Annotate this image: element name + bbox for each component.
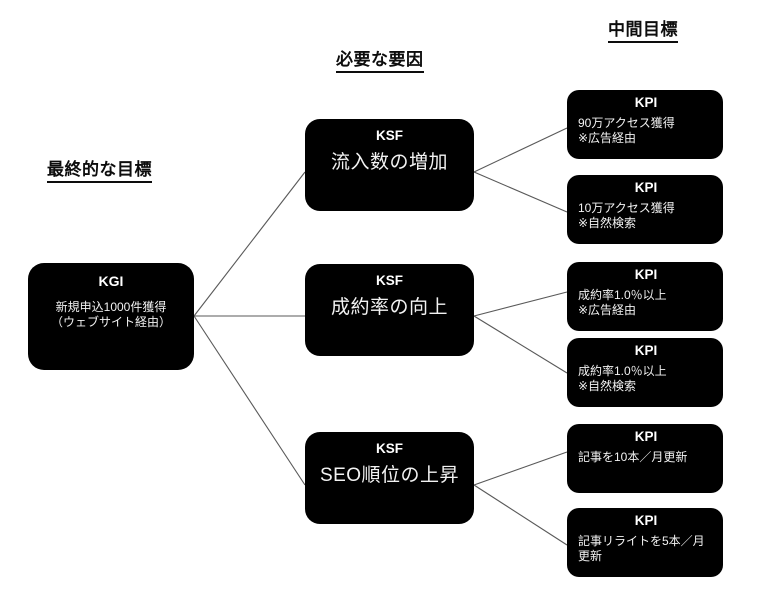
node-ksf-2-tag: KSF bbox=[376, 273, 403, 288]
node-ksf-2[interactable]: KSF 成約率の向上 bbox=[305, 264, 474, 356]
node-kgi-tag: KGI bbox=[98, 273, 124, 289]
node-kpi-1-description: 90万アクセス獲得 ※広告経由 bbox=[578, 115, 675, 145]
node-kgi[interactable]: KGI 新規申込1000件獲得 （ウェブサイト経由） bbox=[28, 263, 194, 370]
node-ksf-3-tag: KSF bbox=[376, 441, 403, 456]
node-ksf-3-description: SEO順位の上昇 bbox=[319, 464, 460, 486]
connector-ksf-2-to-kpi-4 bbox=[473, 315, 568, 374]
connector-ksf-3-to-kpi-6 bbox=[473, 484, 568, 546]
connector-ksf-1-to-kpi-1 bbox=[473, 127, 568, 173]
column-header-intermediate-goal: 中間目標 bbox=[608, 20, 678, 43]
node-kpi-4-tag: KPI bbox=[634, 343, 658, 358]
node-ksf-1-description: 流入数の増加 bbox=[330, 151, 448, 173]
node-ksf-3[interactable]: KSF SEO順位の上昇 bbox=[305, 432, 474, 524]
node-kpi-4-description: 成約率1.0％以上 ※自然検索 bbox=[578, 363, 667, 393]
node-kpi-2-tag: KPI bbox=[634, 180, 658, 195]
node-kpi-2-description: 10万アクセス獲得 ※自然検索 bbox=[578, 200, 675, 230]
node-kpi-1-tag: KPI bbox=[634, 95, 658, 110]
node-ksf-1-tag: KSF bbox=[376, 128, 403, 143]
node-kpi-6[interactable]: KPI 記事リライトを5本／月 更新 bbox=[567, 508, 723, 577]
connector-ksf-3-to-kpi-5 bbox=[473, 451, 568, 486]
node-kpi-6-tag: KPI bbox=[634, 513, 658, 528]
node-kpi-1[interactable]: KPI 90万アクセス獲得 ※広告経由 bbox=[567, 90, 723, 159]
node-kpi-6-description: 記事リライトを5本／月 更新 bbox=[578, 533, 705, 563]
column-header-final-goal: 最終的な目標 bbox=[47, 160, 152, 183]
node-kpi-4[interactable]: KPI 成約率1.0％以上 ※自然検索 bbox=[567, 338, 723, 407]
node-kpi-5-tag: KPI bbox=[634, 429, 658, 444]
node-kpi-3[interactable]: KPI 成約率1.0％以上 ※広告経由 bbox=[567, 262, 723, 331]
node-ksf-1[interactable]: KSF 流入数の増加 bbox=[305, 119, 474, 211]
node-kpi-3-description: 成約率1.0％以上 ※広告経由 bbox=[578, 287, 667, 317]
column-header-required-factors: 必要な要因 bbox=[336, 50, 424, 73]
connector-ksf-1-to-kpi-2 bbox=[473, 171, 568, 213]
connector-ksf-2-to-kpi-3 bbox=[473, 291, 568, 317]
node-kpi-2[interactable]: KPI 10万アクセス獲得 ※自然検索 bbox=[567, 175, 723, 244]
node-ksf-2-description: 成約率の向上 bbox=[330, 296, 448, 318]
node-kpi-5[interactable]: KPI 記事を10本／月更新 bbox=[567, 424, 723, 493]
node-kgi-description: 新規申込1000件獲得 （ウェブサイト経由） bbox=[50, 300, 171, 330]
node-kpi-5-description: 記事を10本／月更新 bbox=[578, 449, 688, 464]
node-kpi-3-tag: KPI bbox=[634, 267, 658, 282]
connector-kgi-to-ksf-3 bbox=[193, 315, 306, 486]
connector-kgi-to-ksf-1 bbox=[193, 171, 306, 317]
